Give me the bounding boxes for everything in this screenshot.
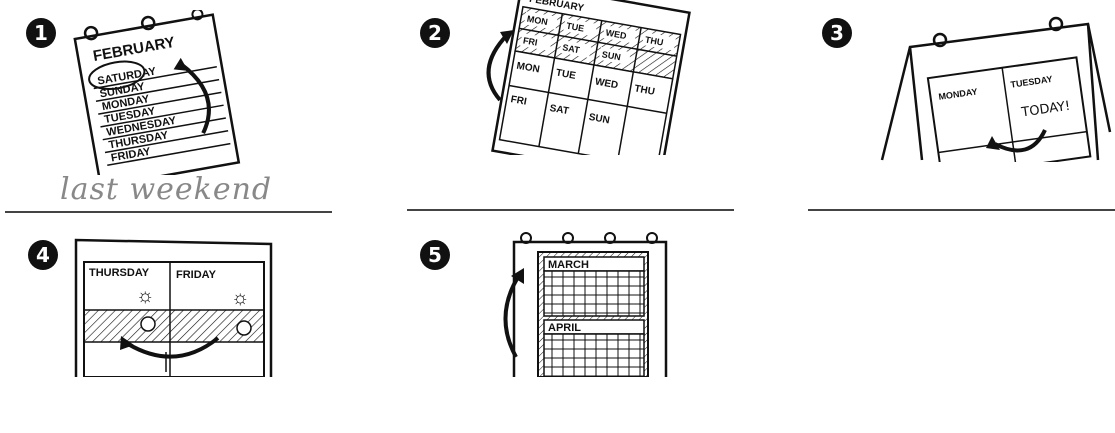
moon-icon [141, 317, 155, 331]
illustration-calendar-2: FEBRUARY MON TUE WED THU FRI SAT SUN MON… [462, 0, 702, 155]
illustration-calendar-1: FEBRUARY SATURDAY SUNDAY MONDAY TUESDAY … [60, 10, 260, 175]
exercise-number-4: 4 [28, 240, 58, 270]
illustration-calendar-4: THURSDAY FRIDAY ☼ ☼ [66, 232, 286, 377]
month-label: MARCH [548, 259, 589, 271]
answer-line-2 [407, 209, 734, 211]
answer-line-3 [808, 209, 1115, 211]
day-label: FRIDAY [176, 269, 217, 281]
moon-icon [237, 321, 251, 335]
month-label: APRIL [548, 322, 581, 334]
sun-icon: ☼ [231, 287, 249, 309]
exercise-number-2: 2 [420, 18, 450, 48]
ring-icon [84, 26, 98, 40]
day-label: THURSDAY [89, 267, 150, 279]
sun-icon: ☼ [136, 285, 154, 307]
illustration-calendar-3: MONDAY TUESDAY TODAY! [870, 12, 1115, 162]
ring-icon [141, 16, 155, 30]
exercise-number-5: 5 [420, 240, 450, 270]
illustration-calendar-5: MARCH APRIL [486, 232, 676, 377]
answer-line-1 [5, 211, 332, 213]
exercise-number-1: 1 [26, 18, 56, 48]
ring-icon [192, 10, 204, 20]
answer-text-1: last weekend [60, 172, 272, 207]
arrow-icon [505, 277, 518, 357]
exercise-number-3: 3 [822, 18, 852, 48]
